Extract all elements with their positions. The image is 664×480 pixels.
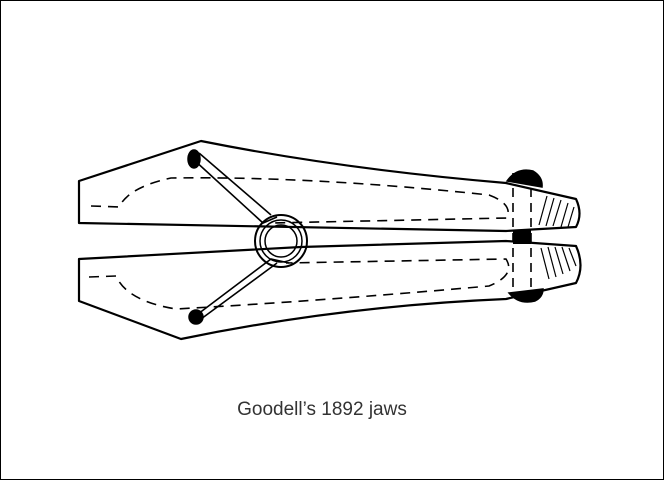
top-rivet — [505, 169, 543, 188]
upper-jaw — [77, 139, 581, 233]
lower-jaw — [77, 239, 582, 341]
upper-tip-hatching — [538, 195, 575, 228]
pivot-block — [513, 230, 531, 244]
bottom-rivet — [507, 288, 544, 303]
figure-caption: Goodell’s 1892 jaws — [237, 399, 407, 420]
lower-jaw-groove — [88, 258, 510, 310]
arm-posts — [187, 149, 204, 325]
spring-arms — [192, 152, 290, 320]
upper-jaw-groove — [90, 177, 509, 224]
lower-tip-hatching — [540, 246, 577, 280]
jaws-illustration — [77, 139, 582, 341]
